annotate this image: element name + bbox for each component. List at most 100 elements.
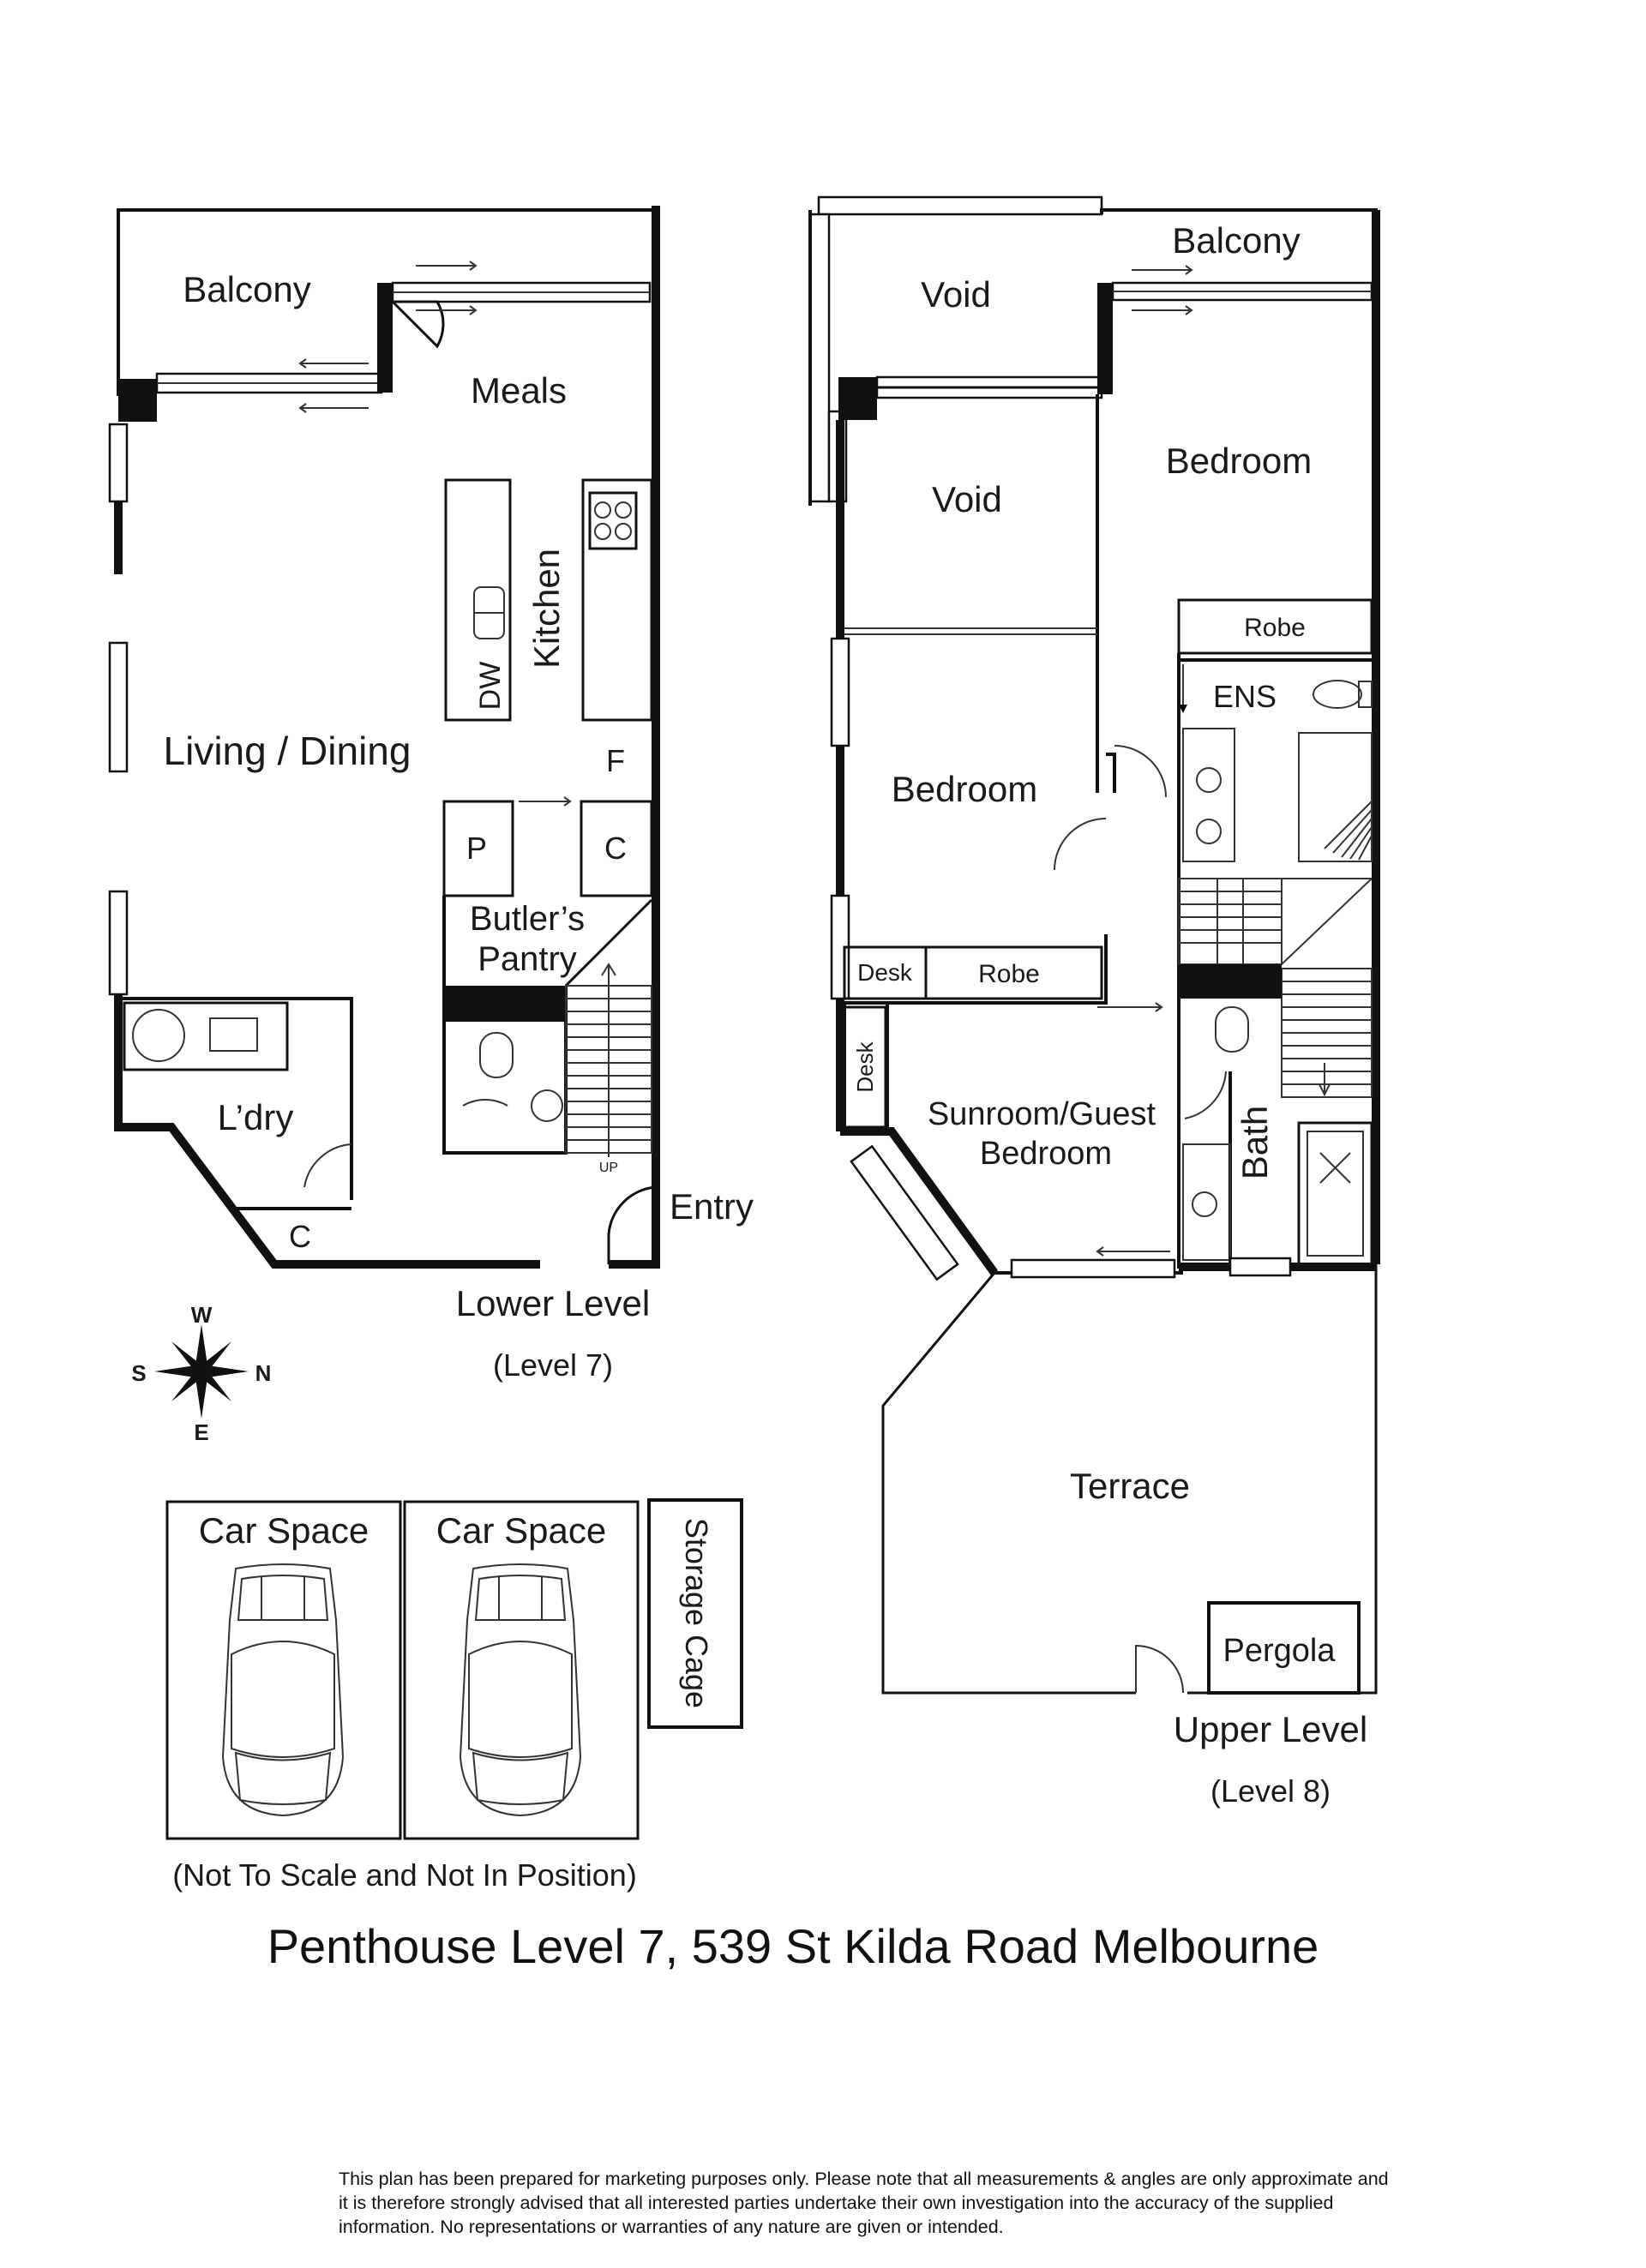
lower-level-caption: Lower Level [456,1283,650,1323]
toilet [1215,1006,1249,1053]
storage-cage-box [647,1498,743,1729]
room-label-entry: Entry [670,1186,754,1227]
stairs-up-label: UP [599,1161,618,1175]
door-swing [462,1099,508,1107]
robe [1177,598,1373,655]
room-label-void: Void [932,479,1002,519]
room-label-sunroom-1: Sunroom/Guest [928,1096,1156,1132]
window [108,423,129,503]
window [830,637,850,747]
robe [924,945,1103,1000]
room-label-upper-balcony: Balcony [1172,220,1300,261]
fridge-label: F [606,743,625,778]
trough [209,1017,258,1052]
room-label-living-dining: Living / Dining [164,729,412,773]
toilet [479,1032,514,1078]
entry-door-swing [607,1185,657,1264]
upper-level-number: (Level 8) [1210,1773,1331,1809]
door-swing [1114,745,1167,798]
stairs [1178,878,1373,1098]
room-label-terrace: Terrace [1070,1466,1190,1506]
pantry [442,800,514,897]
property-title: Penthouse Level 7, 539 St Kilda Road Mel… [267,1919,1319,1973]
lower-level-plan [108,206,660,1269]
compass-rose [154,1324,249,1419]
shower [1297,1121,1373,1266]
room-label-butlers-1: Butler’s [470,900,585,938]
wall-block [1179,964,1282,999]
glazing [808,213,831,503]
lower-level-labels: Balcony Meals Kitchen DW Living / Dining… [164,269,754,1383]
toilet [1313,680,1362,709]
room-label-void-top: Void [921,274,991,315]
window [108,890,129,996]
parking-labels: Car Space Car Space Storage Cage (Not To… [172,1510,714,1893]
desk-label-2: Desk [852,1041,878,1092]
room-label-sunroom-2: Bedroom [980,1136,1112,1172]
pergola-box [1207,1601,1361,1695]
room-label-bedroom-1: Bedroom [1166,441,1312,481]
not-to-scale-note: (Not To Scale and Not In Position) [172,1857,637,1893]
room-label-butlers-2: Pantry [478,940,577,978]
door-swing [389,300,445,349]
laundry-wall [118,997,353,1200]
window [108,641,129,773]
lower-east-wall [609,206,660,1269]
door-swing [1054,818,1107,871]
laundry-cupboard-label: C [289,1219,311,1254]
lower-south-wall [114,994,540,1269]
car-space-label-2: Car Space [436,1510,606,1551]
column [118,379,157,422]
door-swing [1184,1071,1227,1119]
room-label-ensuite: ENS [1213,679,1277,714]
wall-stub [377,283,393,393]
slide-arrows [1096,1002,1170,1257]
basin [531,1089,563,1122]
compass-east: E [194,1419,208,1445]
shower [1298,732,1373,862]
pantry-label: P [466,831,487,866]
slide-arrows [1132,265,1193,315]
cupboard-label: C [604,831,627,866]
car-icon [221,1563,345,1817]
door-swing [303,1143,352,1188]
wall-block [444,986,566,1022]
dishwasher-label: DW [474,662,507,711]
robe-wall [840,934,1108,1005]
room-label-balcony: Balcony [183,269,310,309]
robe-label-2: Robe [978,960,1040,988]
room-label-pergola: Pergola [1223,1633,1337,1669]
disclaimer-text: This plan has been prepared for marketin… [339,2169,1389,2237]
kitchen-island [444,478,512,722]
storage-cage-label: Storage Cage [679,1518,714,1708]
compass-south: S [131,1360,146,1386]
robe-label-1: Robe [1244,614,1306,642]
kitchen-bench [581,478,653,722]
compass-west: W [191,1302,213,1328]
cupboard [580,800,653,897]
stairs [565,963,652,1157]
compass-labels: W S N E [131,1302,271,1445]
sliding-door [1010,1258,1176,1279]
cooktop [588,491,638,550]
vanity [1182,1143,1231,1261]
room-label-laundry: L’dry [218,1097,294,1137]
terrace-outline [881,1272,1136,1695]
upper-level-plan [808,195,1380,1695]
room-label-bedroom-2: Bedroom [892,769,1037,809]
upper-east-wall [1372,210,1380,1264]
window [850,1144,959,1281]
car-spaces [165,1498,743,1840]
desk-label: Desk [857,959,913,986]
lower-level-number: (Level 7) [493,1347,613,1383]
room-label-bath: Bath [1234,1106,1275,1179]
car-icon [459,1563,582,1817]
laundry-bench [123,1001,289,1071]
washer [132,1009,185,1062]
upper-level-caption: Upper Level [1174,1709,1367,1749]
column [838,377,877,420]
room-label-kitchen: Kitchen [526,549,567,669]
upper-level-labels: Void Balcony Void Bedroom Robe ENS Bedro… [852,220,1367,1809]
vanity [1182,728,1235,862]
